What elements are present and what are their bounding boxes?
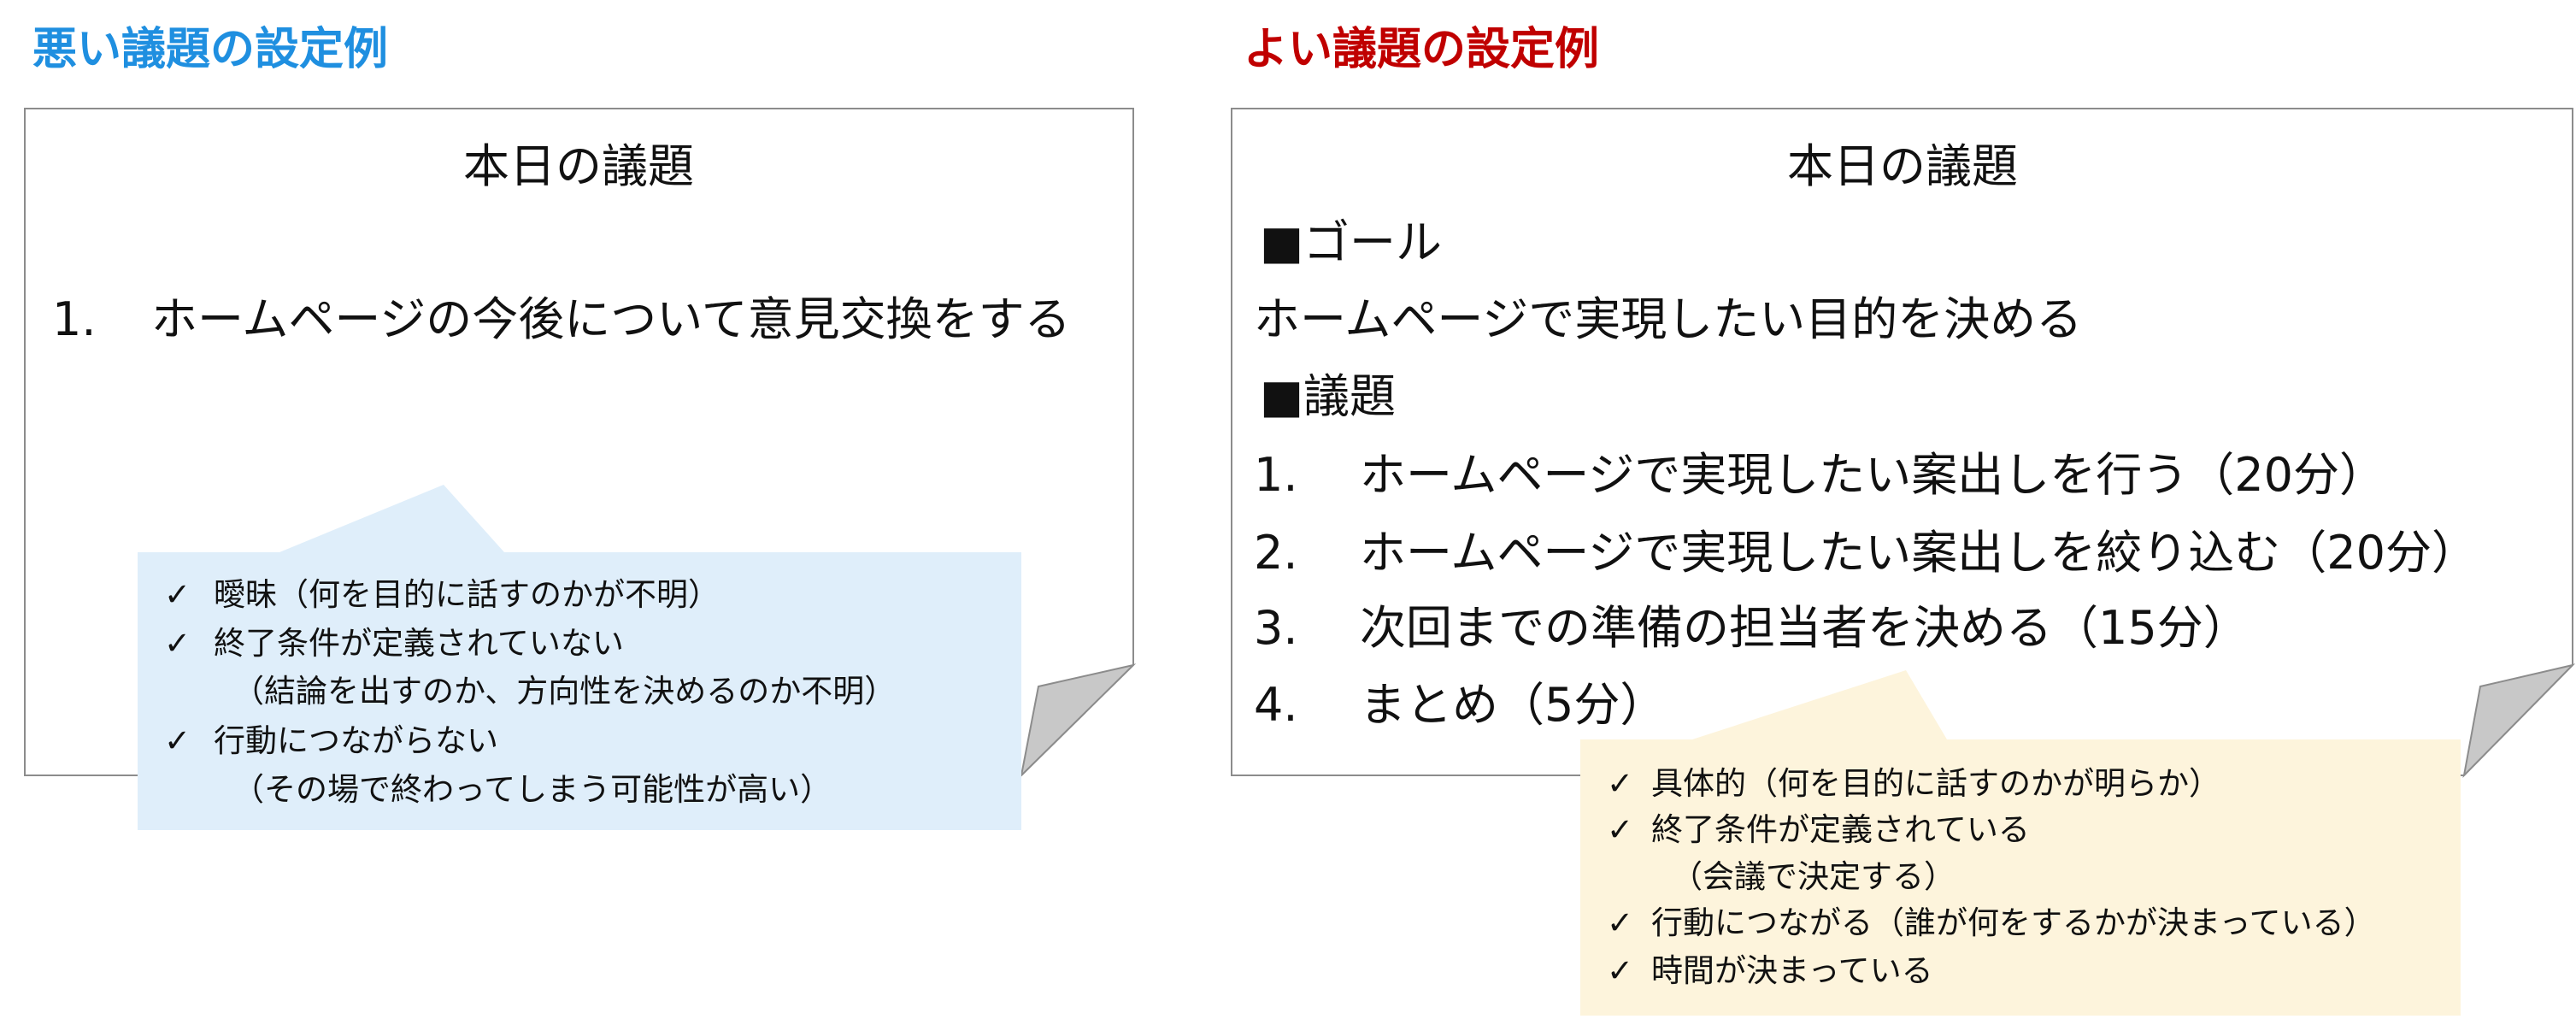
check-icon: ✓ bbox=[164, 625, 191, 662]
agenda-item-number: 2. bbox=[1254, 526, 1298, 580]
agenda-item-text: まとめ（5分） bbox=[1360, 678, 1667, 732]
bad-item-text: ホームページの今後について意見交換をする bbox=[151, 292, 1071, 346]
agenda-item-number: 4. bbox=[1254, 678, 1298, 732]
check-icon: ✓ bbox=[1607, 952, 1634, 989]
callout-text: 行動につながらない bbox=[214, 722, 498, 759]
bad-callout-bubble bbox=[138, 485, 1021, 830]
goal-text: ホームページで実現したい目的を決める bbox=[1254, 292, 2083, 346]
callout-text: （その場で終わってしまう可能性が高い） bbox=[232, 771, 832, 808]
bad-card-fold bbox=[1020, 663, 1137, 778]
check-icon: ✓ bbox=[1607, 765, 1634, 802]
bad-example-title: 悪い議題の設定例 bbox=[32, 24, 389, 75]
good-callout-bubble bbox=[1580, 670, 2461, 1016]
callout-text: 具体的（何を目的に話すのかが明らか） bbox=[1651, 765, 2220, 802]
good-example-title: よい議題の設定例 bbox=[1244, 24, 1600, 75]
bad-card-title: 本日の議題 bbox=[463, 139, 694, 193]
callout-text: 曖昧（何を目的に話すのかが不明） bbox=[214, 576, 720, 613]
good-card-fold bbox=[2462, 663, 2576, 779]
agenda-item-text: ホームページで実現したい案出しを絞り込む（20分） bbox=[1360, 526, 2479, 580]
agenda-item-number: 1. bbox=[1254, 448, 1298, 502]
callout-text: 終了条件が定義されていない bbox=[214, 625, 624, 662]
agenda-item-number: 3. bbox=[1254, 601, 1298, 655]
bad-item-number: 1. bbox=[52, 292, 97, 346]
check-icon: ✓ bbox=[1607, 904, 1634, 941]
check-icon: ✓ bbox=[164, 722, 191, 759]
agenda-heading: ■議題 bbox=[1260, 369, 1397, 423]
callout-text: （会議で決定する） bbox=[1671, 858, 1956, 895]
check-icon: ✓ bbox=[164, 576, 191, 613]
goal-heading: ■ゴール bbox=[1260, 215, 1443, 269]
callout-text: （結論を出すのか、方向性を決めるのか不明） bbox=[232, 673, 897, 710]
good-card-title: 本日の議題 bbox=[1787, 139, 2018, 193]
callout-text: 時間が決まっている bbox=[1651, 952, 1933, 989]
check-icon: ✓ bbox=[1607, 811, 1634, 848]
agenda-item-text: 次回までの準備の担当者を決める（15分） bbox=[1360, 601, 2250, 655]
agenda-item-text: ホームページで実現したい案出しを行う（20分） bbox=[1360, 448, 2386, 502]
callout-text: 行動につながる（誰が何をするかが決まっている） bbox=[1651, 904, 2376, 941]
callout-text: 終了条件が定義されている bbox=[1651, 811, 2030, 848]
